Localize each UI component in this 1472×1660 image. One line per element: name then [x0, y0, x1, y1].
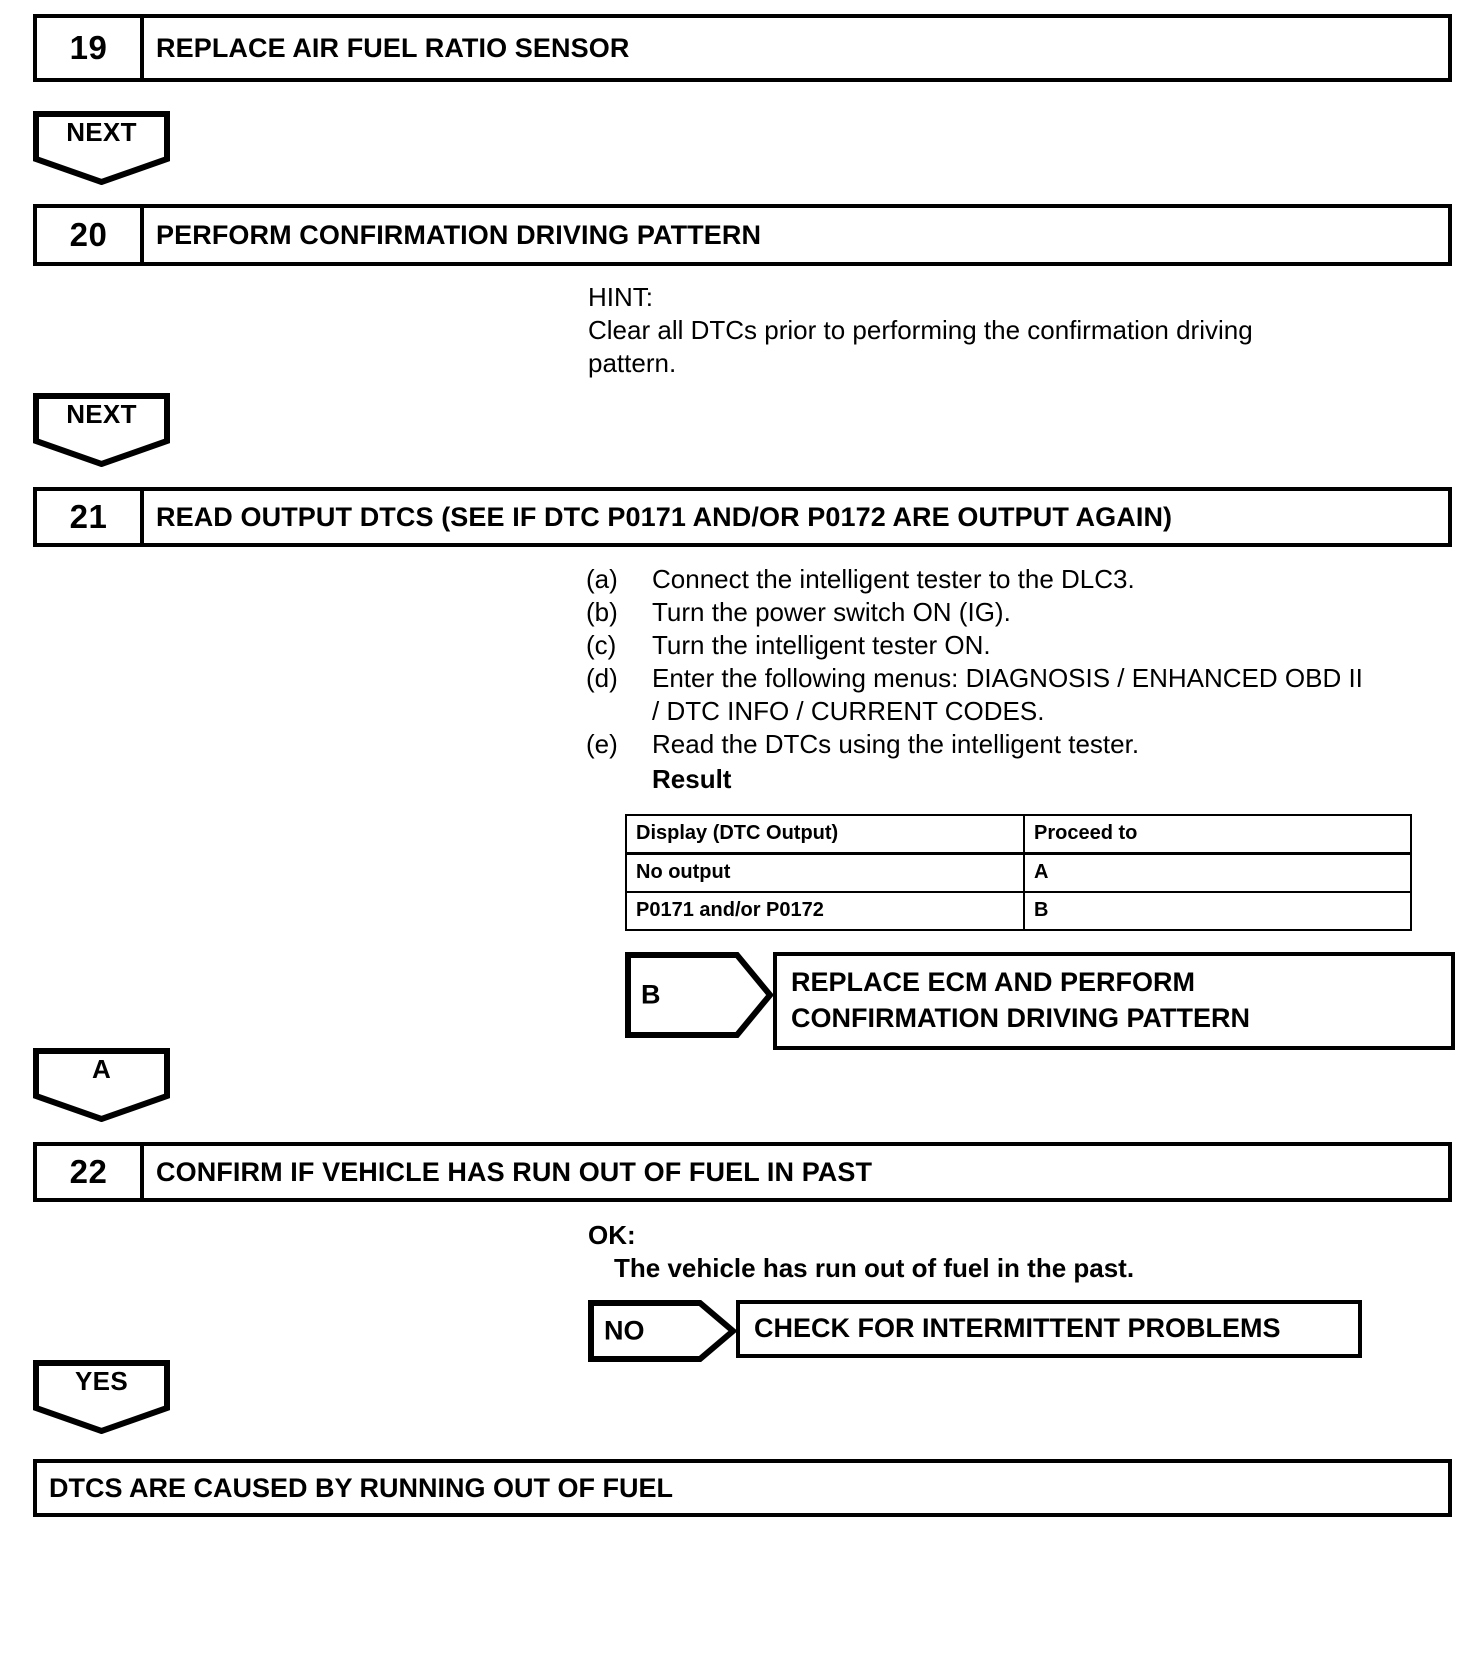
table-header-row: Display (DTC Output) Proceed to — [625, 814, 1412, 855]
step-20-hint: HINT: Clear all DTCs prior to performing… — [588, 281, 1348, 380]
procedure-item: (a) Connect the intelligent tester to th… — [586, 563, 1376, 596]
table-header-display: Display (DTC Output) — [625, 814, 1025, 855]
result-label: Result — [652, 764, 732, 795]
procedure-text: Connect the intelligent tester to the DL… — [652, 564, 1135, 594]
step-box-21: 21 READ OUTPUT DTCS (SEE IF DTC P0171 AN… — [33, 487, 1452, 547]
connector-next-1: NEXT — [33, 111, 170, 185]
connector-next-1-label: NEXT — [66, 117, 137, 147]
step-title-20: PERFORM CONFIRMATION DRIVING PATTERN — [156, 219, 762, 250]
branch-no-arrow: NO — [588, 1300, 736, 1362]
table-header-proceed: Proceed to — [1023, 814, 1412, 855]
procedure-text: Read the DTCs using the intelligent test… — [652, 729, 1140, 760]
branch-b-label: B — [641, 979, 661, 1010]
ok-label: OK: — [588, 1220, 636, 1250]
table-cell-proceed: A — [1023, 852, 1412, 893]
step-title-21: READ OUTPUT DTCS (SEE IF DTC P0171 AND/O… — [156, 501, 1173, 532]
procedure-letter: (a) — [586, 564, 618, 594]
procedure-text: Turn the intelligent tester ON. — [652, 630, 991, 661]
branch-b: B REPLACE ECM AND PERFORM CONFIRMATION D… — [625, 952, 1455, 1050]
procedure-item: (e) Read the DTCs using the intelligent … — [586, 728, 1376, 761]
step-box-22: 22 CONFIRM IF VEHICLE HAS RUN OUT OF FUE… — [33, 1142, 1452, 1202]
procedure-letter: (b) — [586, 597, 618, 628]
result-table: Display (DTC Output) Proceed to No outpu… — [625, 814, 1412, 931]
table-cell-proceed: B — [1023, 891, 1412, 931]
procedure-letter: (c) — [586, 630, 617, 661]
connector-yes: YES — [33, 1360, 170, 1434]
procedure-letter: (d) — [586, 663, 618, 694]
table-cell-display: P0171 and/or P0172 — [625, 891, 1025, 931]
step-title-19: REPLACE AIR FUEL RATIO SENSOR — [156, 32, 630, 63]
procedure-text: Turn the power switch ON (IG). — [652, 597, 1011, 628]
branch-no: NO CHECK FOR INTERMITTENT PROBLEMS — [588, 1300, 1362, 1362]
step-number-19: 19 — [37, 18, 144, 78]
table-row: No output A — [625, 852, 1412, 893]
conclusion-box: DTCS ARE CAUSED BY RUNNING OUT OF FUEL — [33, 1459, 1452, 1517]
connector-a-label: A — [91, 1054, 112, 1084]
procedure-letter: (e) — [586, 729, 618, 760]
table-cell-display: No output — [625, 852, 1025, 893]
branch-no-result-box: CHECK FOR INTERMITTENT PROBLEMS — [736, 1300, 1362, 1358]
ok-text: The vehicle has run out of fuel in the p… — [614, 1253, 1135, 1284]
step-box-20: 20 PERFORM CONFIRMATION DRIVING PATTERN — [33, 204, 1452, 266]
step-box-19: 19 REPLACE AIR FUEL RATIO SENSOR — [33, 14, 1452, 82]
hint-text: Clear all DTCs prior to performing the c… — [588, 315, 1253, 379]
connector-yes-label: YES — [75, 1366, 128, 1396]
procedure-text: Enter the following menus: DIAGNOSIS / E… — [652, 663, 1363, 727]
step-22-ok-block: OK: The vehicle has run out of fuel in t… — [588, 1219, 1348, 1285]
table-row: P0171 and/or P0172 B — [625, 891, 1412, 931]
procedure-item: (b) Turn the power switch ON (IG). — [586, 596, 1376, 629]
branch-no-label: NO — [604, 1315, 645, 1346]
connector-a: A — [33, 1048, 170, 1122]
connector-next-2-label: NEXT — [66, 399, 137, 429]
procedure-item: (d) Enter the following menus: DIAGNOSIS… — [586, 662, 1376, 728]
procedure-item: (c) Turn the intelligent tester ON. — [586, 629, 1376, 662]
step-number-20: 20 — [37, 208, 144, 262]
step-number-22: 22 — [37, 1146, 144, 1198]
hint-label: HINT: — [588, 282, 653, 312]
connector-next-2: NEXT — [33, 393, 170, 467]
step-21-procedure-list: (a) Connect the intelligent tester to th… — [586, 563, 1376, 796]
branch-b-result-box: REPLACE ECM AND PERFORM CONFIRMATION DRI… — [773, 952, 1455, 1050]
branch-b-arrow: B — [625, 952, 773, 1038]
step-title-22: CONFIRM IF VEHICLE HAS RUN OUT OF FUEL I… — [156, 1156, 873, 1187]
step-number-21: 21 — [37, 491, 144, 543]
